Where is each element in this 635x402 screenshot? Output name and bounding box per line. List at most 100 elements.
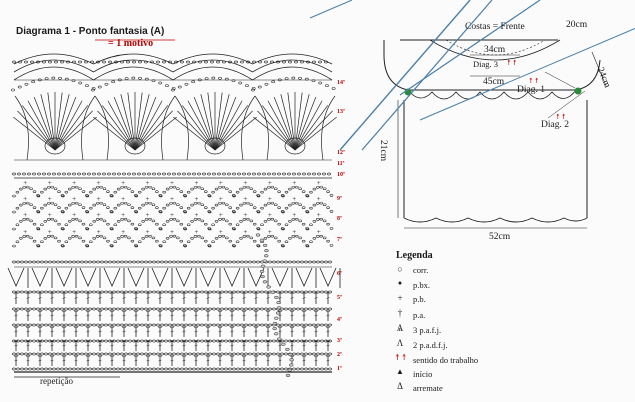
chain-stitch: [248, 323, 252, 327]
chain-stitch: [248, 307, 252, 311]
chain-stitch: [92, 339, 96, 343]
chain-stitch: [15, 206, 20, 210]
dc-stitch-bar: [38, 359, 42, 362]
chain-stitch: [176, 290, 180, 294]
chain-stitch: [214, 237, 219, 240]
chain-stitch: [120, 260, 124, 264]
chain-stitch: [78, 219, 82, 223]
chain-stitch: [256, 194, 261, 198]
dc-stitch-bar: [170, 297, 174, 299]
chain-stitch: [188, 339, 192, 343]
chain-stitch: [239, 187, 243, 191]
dc-stitch-bar: [122, 314, 126, 317]
chain-stitch: [268, 339, 272, 343]
chain-stitch: [212, 172, 216, 176]
chain-stitch: [44, 323, 48, 327]
chain-stitch: [72, 307, 76, 311]
chain-stitch: [172, 260, 176, 264]
dc-stitch-bar: [290, 330, 294, 333]
dc-stitch-bar: [110, 314, 114, 317]
marker-dot: [574, 87, 582, 95]
chain-stitch: [210, 60, 214, 64]
chain-stitch: [130, 206, 135, 209]
fan-stitch: [294, 96, 317, 151]
chain-stitch: [51, 76, 56, 80]
chain-stitch: [52, 352, 56, 356]
chain-stitch: [183, 194, 188, 198]
chain-stitch: [309, 240, 313, 244]
chain-stitch: [190, 220, 194, 223]
sc-stitch: +: [292, 228, 296, 236]
chain-stitch: [171, 88, 175, 92]
chain-stitch: [29, 219, 33, 223]
chain-stitch: [292, 323, 296, 327]
chain-stitch: [256, 367, 260, 371]
leader-line: [547, 90, 586, 119]
chain-stitch: [214, 187, 219, 191]
chain-stitch: [152, 367, 156, 371]
chain-stitch: [280, 260, 284, 264]
dc-stitch-bar: [302, 297, 306, 299]
dc-stitch-bar: [62, 344, 66, 347]
dc-stitch-bar: [254, 314, 258, 317]
chain-stitch: [192, 323, 196, 327]
chain-stitch: [46, 235, 51, 238]
dc-stitch-bar: [86, 330, 90, 333]
chain-stitch: [326, 206, 330, 209]
chain-stitch: [100, 290, 104, 294]
fan-stitch: [54, 96, 77, 151]
chain-stitch: [92, 203, 97, 207]
chain-stitch: [102, 187, 107, 190]
chain-stitch: [32, 239, 37, 243]
chain-stitch: [156, 367, 160, 371]
chain-stitch: [96, 323, 100, 327]
fan-base: [204, 137, 226, 155]
chain-stitch: [18, 60, 22, 64]
chain-stitch: [43, 187, 48, 191]
chain-stitch: [57, 239, 61, 243]
sc-stitch: +: [23, 179, 27, 187]
chain-stitch: [141, 187, 145, 191]
chain-stitch: [165, 237, 170, 240]
chain-stitch: [152, 307, 156, 311]
row-label: 5ª: [337, 295, 342, 301]
chain-stitch: [16, 260, 20, 264]
chain-stitch: [92, 172, 96, 176]
chain-stitch: [329, 244, 334, 247]
dc-stitch-bar: [314, 359, 318, 362]
chain-stitch: [252, 239, 257, 243]
chain-stitch: [244, 260, 248, 264]
chain-stitch: [78, 81, 83, 85]
scallop-edge: [407, 89, 577, 100]
chain-stitch: [127, 219, 131, 223]
chain-stitch: [36, 194, 41, 198]
chain-stitch: [238, 81, 243, 85]
chain-stitch: [158, 194, 163, 198]
chain-stitch: [120, 352, 124, 356]
chain-stitch: [214, 220, 219, 223]
dc-stitch-bar: [134, 359, 138, 362]
chain-stitch: [312, 203, 317, 207]
sc-stitch: +: [72, 195, 76, 203]
chain-stitch: [95, 202, 100, 205]
chain-stitch: [322, 236, 327, 240]
chain-stitch: [164, 307, 168, 311]
chain-stitch: [66, 60, 70, 64]
chain-stitch: [176, 339, 180, 343]
chain-stitch: [37, 172, 41, 176]
chain-stitch: [263, 187, 268, 191]
sc-stitch: +: [170, 195, 174, 203]
chain-stitch: [110, 194, 114, 198]
chain-stitch: [295, 217, 299, 221]
chain-stitch: [162, 172, 166, 176]
chain-stitch: [99, 234, 103, 238]
chain-stitch: [16, 367, 20, 371]
dc-stitch-bar: [206, 330, 210, 333]
chain-stitch: [221, 234, 226, 238]
chain-stitch: [136, 290, 140, 294]
chain-stitch: [148, 307, 152, 311]
dc-stitch-bar: [62, 297, 66, 299]
chain-stitch: [99, 185, 103, 189]
chain-stitch: [288, 237, 292, 240]
